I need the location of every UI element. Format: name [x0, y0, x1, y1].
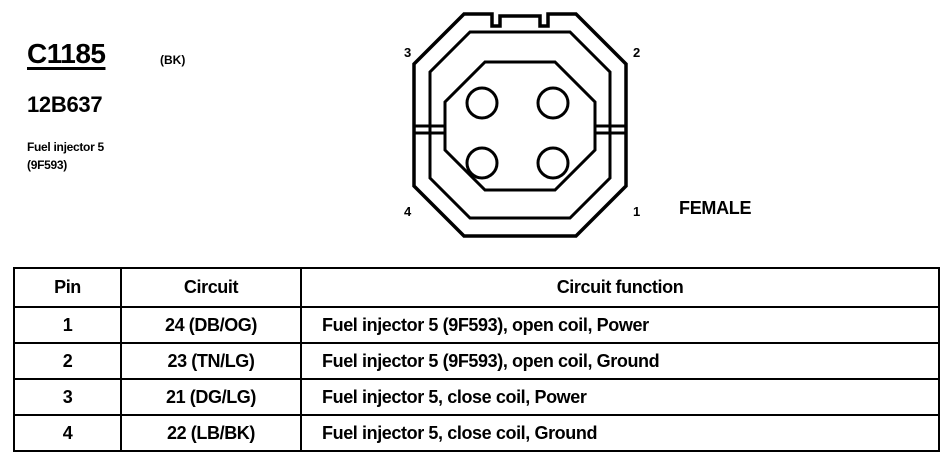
header-pin: Pin [13, 267, 122, 308]
table-row: 4 22 (LB/BK) Fuel injector 5, close coil… [13, 414, 940, 452]
header-circuit: Circuit [120, 267, 302, 308]
terminal-insert [443, 60, 597, 192]
pin-cavity-1 [536, 146, 570, 180]
pin-label-1: 1 [633, 204, 641, 219]
connector-description-part: (9F593) [27, 158, 67, 172]
cell-circuit: 24 (DB/OG) [120, 306, 302, 344]
connector-color: (BK) [160, 53, 186, 67]
pin-cavity-4 [465, 146, 499, 180]
connector-id: C1185 [27, 38, 106, 69]
cell-pin: 1 [13, 306, 122, 344]
cell-function: Fuel injector 5, close coil, Power [300, 378, 940, 416]
connector-inner-shell [428, 30, 612, 220]
pin-label-4: 4 [404, 204, 412, 219]
cell-pin: 2 [13, 342, 122, 380]
pin-cavity-2 [536, 86, 570, 120]
connector-description: Fuel injector 5 [27, 140, 104, 154]
table-row: 1 24 (DB/OG) Fuel injector 5 (9F593), op… [13, 306, 940, 344]
connector-outer-shell [412, 12, 628, 238]
cell-function: Fuel injector 5 (9F593), open coil, Powe… [300, 306, 940, 344]
cell-circuit: 23 (TN/LG) [120, 342, 302, 380]
cell-circuit: 22 (LB/BK) [120, 414, 302, 452]
table-header-row: Pin Circuit Circuit function [13, 267, 940, 308]
pin-label-3: 3 [404, 45, 412, 60]
pinout-table: Pin Circuit Circuit function 1 24 (DB/OG… [13, 267, 940, 452]
header-circuit-function: Circuit function [300, 267, 940, 308]
table-row: 3 21 (DG/LG) Fuel injector 5, close coil… [13, 378, 940, 416]
cell-circuit: 21 (DG/LG) [120, 378, 302, 416]
pin-cavity-3 [465, 86, 499, 120]
cell-function: Fuel injector 5, close coil, Ground [300, 414, 940, 452]
pin-label-2: 2 [633, 45, 641, 60]
cell-pin: 4 [13, 414, 122, 452]
connector-gender: FEMALE [679, 198, 752, 218]
part-number: 12B637 [27, 92, 103, 117]
cell-function: Fuel injector 5 (9F593), open coil, Grou… [300, 342, 940, 380]
cell-pin: 3 [13, 378, 122, 416]
table-row: 2 23 (TN/LG) Fuel injector 5 (9F593), op… [13, 342, 940, 380]
connector-face-diagram [412, 12, 628, 238]
